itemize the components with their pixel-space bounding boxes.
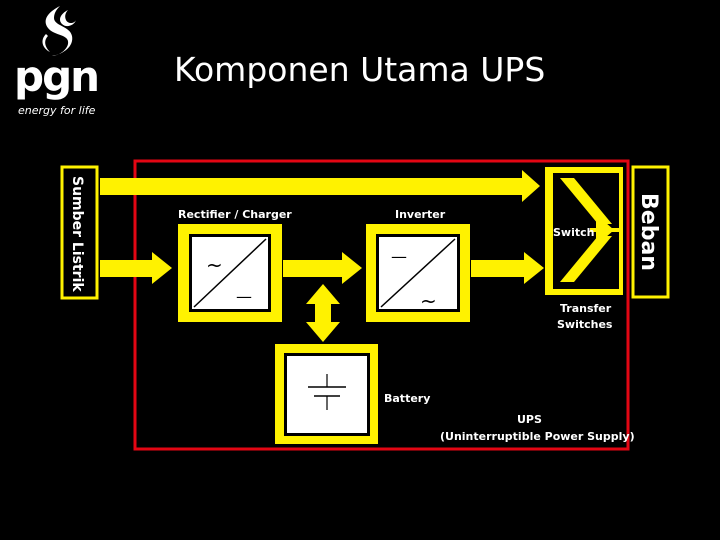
source-label: Sumber Listrik [69,176,85,292]
rectifier-to-inverter-arrow [283,252,362,284]
inverter-to-switch-arrow [471,252,544,284]
rectifier-ac-symbol: ~ [206,253,223,277]
source-box [60,165,99,300]
logo-tagline: energy for life [18,104,96,117]
logo-wordmark: pgn [14,52,100,101]
rectifier-block: ~ — [178,224,282,322]
inverter-label: Inverter [395,208,446,221]
pgn-flame-icon [42,6,76,56]
transfer-label-line1: Transfer [560,302,612,315]
switch-label: Switch [553,226,594,239]
ups-label-line1: UPS [517,413,542,426]
inverter-ac-symbol: ~ [420,289,437,313]
transfer-switch-block [545,167,623,295]
rectifier-label: Rectifier / Charger [178,208,292,221]
battery-charge-arrow [306,284,340,342]
page-title: Komponen Utama UPS [174,50,546,89]
input-arrow [100,252,172,284]
transfer-label-line2: Switches [557,318,613,331]
battery-label: Battery [384,392,430,405]
load-box [631,165,670,299]
battery-block [275,344,378,444]
pgn-logo: pgn energy for life [0,0,114,122]
inverter-dc-symbol: — [391,247,407,266]
ups-enclosure [133,159,630,451]
rectifier-dc-symbol: — [236,287,252,306]
inverter-block: — ~ [366,224,470,322]
load-label: Beban [636,193,661,271]
ups-label-line2: (Uninterruptible Power Supply) [440,430,635,443]
bypass-arrow [100,170,540,202]
